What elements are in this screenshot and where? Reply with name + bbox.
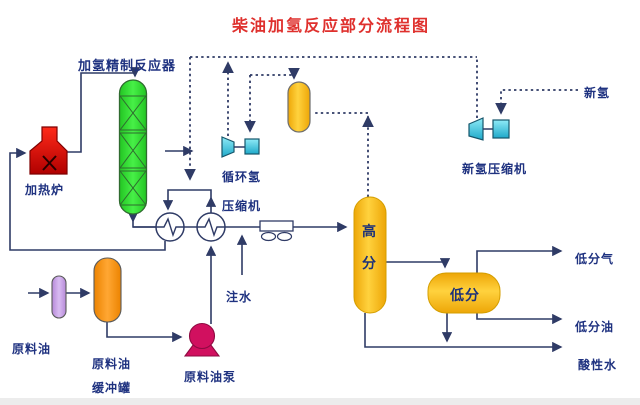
furnace-shape — [29, 126, 68, 175]
feed-oil-label: 原料油 — [12, 342, 52, 356]
buffer-tank-label-line2: 缓冲罐 — [92, 381, 132, 395]
pipe-hp-to-lp-separator — [386, 258, 451, 269]
pipe-hp-gas — [312, 112, 369, 197]
hx2-coil-icon — [197, 217, 225, 238]
hp-separator-text-2: 分 — [362, 256, 377, 272]
reactor-packing — [119, 95, 147, 206]
pipe-reactor-effluent — [132, 214, 157, 228]
compressor-label: 压缩机 — [222, 199, 262, 213]
recycle-compressor-icon — [221, 136, 260, 158]
feed-pump-shape — [183, 322, 221, 357]
pipe-lp-oil — [476, 312, 563, 325]
pipe-furnace-to-reactor — [67, 67, 141, 153]
buffer-tank-label-line1: 原料油 — [92, 357, 132, 371]
lp-separator-text: 低分 — [450, 288, 480, 304]
feed-pump-label: 原料油泵 — [184, 370, 237, 384]
furnace-label: 加热炉 — [25, 183, 65, 197]
new-h2-compressor-label: 新氢压缩机 — [462, 162, 528, 176]
reactor-label: 加氢精制反应器 — [78, 59, 177, 74]
heat-exchangers — [155, 212, 226, 242]
sour-water-label: 酸性水 — [578, 358, 618, 372]
diagram-title: 柴油加氢反应部分流程图 — [231, 16, 431, 35]
lp-gas-label: 低分气 — [575, 252, 615, 266]
pipe-newh2-suction — [495, 89, 578, 115]
hp-separator-vessel — [353, 196, 387, 314]
recycle-h2-drum — [287, 81, 311, 133]
pipe-hx2-to-hx1 — [162, 189, 212, 213]
pipe-lp-gas — [476, 245, 563, 273]
hp-separator-text-1: 高 — [362, 224, 377, 240]
new-hydrogen-label: 新氢 — [584, 86, 611, 100]
hydrogen-dotted-pipes — [184, 56, 578, 197]
feed-filter-vessel — [51, 275, 67, 319]
lp-separator-vessel — [427, 272, 501, 314]
air-cooler — [259, 220, 294, 242]
pipe-buffer-to-pump — [106, 322, 183, 343]
pipe-hx1-to-furnace — [9, 147, 166, 251]
furnace-burner-mark — [42, 155, 57, 171]
water-injection-label: 注水 — [226, 290, 253, 304]
recycle-h2-label: 循环氢 — [222, 170, 262, 184]
pipe-drum-top — [250, 68, 300, 80]
hx1-coil-icon — [156, 217, 184, 238]
lp-oil-label: 低分油 — [575, 320, 615, 334]
reactor-vessel — [118, 79, 148, 215]
pipe-sour-water — [364, 313, 563, 353]
image-edge-strip — [0, 398, 640, 405]
new-h2-compressor-icon — [468, 117, 510, 141]
buffer-tank-vessel — [93, 257, 122, 323]
